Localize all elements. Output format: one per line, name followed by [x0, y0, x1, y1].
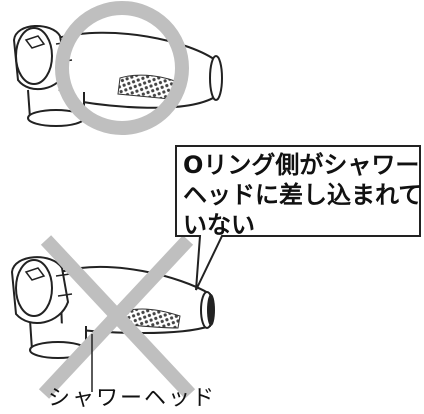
callout-line-2: ヘッドに差し込まれて	[183, 181, 423, 209]
incorrect-cross-mark	[38, 235, 196, 399]
callout-bubble	[175, 145, 421, 291]
incorrect-shower-head-illustration	[10, 256, 215, 359]
callout-text: Oリング側がシャワー ヘッドに差し込まれて いない	[183, 150, 423, 240]
callout-line-3: いない	[183, 211, 255, 239]
correct-shower-head-illustration	[12, 24, 223, 127]
callout-line-1: Oリング側がシャワー	[183, 151, 420, 179]
correct-circle-mark	[55, 1, 189, 135]
shower-head-caption: シャワーヘッド	[48, 386, 217, 411]
